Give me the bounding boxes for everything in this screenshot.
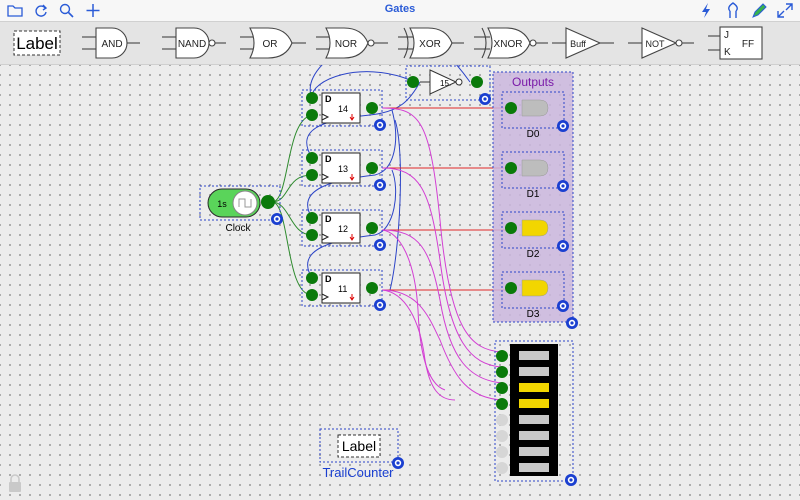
palette-label[interactable]: Label bbox=[13, 30, 61, 56]
bar-input-pin[interactable] bbox=[496, 350, 508, 362]
d-flipflop-13[interactable]: D 13 bbox=[301, 149, 386, 191]
bar-segment bbox=[519, 367, 549, 376]
bar-graph-display[interactable] bbox=[494, 340, 577, 486]
bar-segment bbox=[519, 351, 549, 360]
palette-buffer-gate[interactable]: Buff bbox=[552, 27, 614, 59]
app-title: Gates bbox=[384, 3, 416, 15]
gear-icon[interactable] bbox=[392, 457, 404, 469]
svg-text:Clock: Clock bbox=[225, 223, 251, 234]
gear-icon[interactable] bbox=[374, 239, 386, 251]
bar-segment bbox=[519, 415, 549, 424]
svg-text:XOR: XOR bbox=[419, 39, 441, 50]
clock-component[interactable]: 1s Clock bbox=[199, 185, 283, 234]
gear-icon[interactable] bbox=[374, 179, 386, 191]
bar-segment bbox=[519, 399, 549, 408]
svg-text:OR: OR bbox=[263, 39, 278, 50]
palette-jk-flipflop[interactable]: J K FF bbox=[708, 26, 763, 60]
svg-text:Buff: Buff bbox=[570, 39, 586, 49]
svg-text:Label: Label bbox=[16, 34, 58, 53]
expand-icon[interactable] bbox=[776, 2, 794, 19]
led-d0[interactable]: D0 bbox=[501, 91, 569, 140]
palette-not-gate[interactable]: NOT bbox=[628, 27, 694, 59]
gear-icon[interactable] bbox=[557, 300, 569, 312]
gear-icon[interactable] bbox=[374, 299, 386, 311]
svg-text:K: K bbox=[724, 47, 731, 58]
bar-segment bbox=[519, 431, 549, 440]
bar-input-pin[interactable] bbox=[496, 430, 508, 442]
gear-icon[interactable] bbox=[557, 120, 569, 132]
lightning-icon[interactable] bbox=[697, 2, 715, 19]
palette-xnor-gate[interactable]: XNOR bbox=[474, 27, 548, 59]
svg-text:AND: AND bbox=[101, 39, 122, 50]
svg-text:J: J bbox=[724, 30, 729, 41]
lock-icon[interactable] bbox=[9, 474, 21, 492]
bar-segment bbox=[519, 447, 549, 456]
svg-text:14: 14 bbox=[338, 104, 348, 114]
palette-xor-gate[interactable]: XOR bbox=[398, 27, 464, 59]
bar-input-pin[interactable] bbox=[496, 462, 508, 474]
svg-text:D: D bbox=[325, 154, 332, 164]
folder-icon[interactable] bbox=[6, 2, 24, 19]
bar-segment bbox=[519, 383, 549, 392]
square-wave-icon bbox=[238, 198, 252, 208]
gear-icon[interactable] bbox=[566, 317, 578, 329]
svg-text:NOT: NOT bbox=[646, 39, 666, 49]
svg-text:D: D bbox=[325, 214, 332, 224]
svg-text:D: D bbox=[325, 94, 332, 104]
svg-text:13: 13 bbox=[338, 164, 348, 174]
d-flipflop-12[interactable]: D 12 bbox=[301, 209, 386, 251]
bar-segment bbox=[519, 463, 549, 472]
palette-nor-gate[interactable]: NOR bbox=[316, 27, 388, 59]
svg-text:12: 12 bbox=[338, 224, 348, 234]
svg-text:NOR: NOR bbox=[335, 39, 357, 50]
palette-or-gate[interactable]: OR bbox=[240, 27, 306, 59]
pen-icon[interactable] bbox=[750, 2, 768, 19]
refresh-icon[interactable] bbox=[32, 2, 50, 19]
plus-icon[interactable] bbox=[84, 2, 102, 19]
gear-icon[interactable] bbox=[557, 240, 569, 252]
svg-text:XNOR: XNOR bbox=[494, 39, 523, 50]
d-flipflop-11[interactable]: D 11 bbox=[301, 269, 386, 311]
led-d1[interactable]: D1 bbox=[501, 151, 569, 200]
svg-text:D1: D1 bbox=[527, 189, 540, 200]
svg-text:Label: Label bbox=[342, 438, 376, 454]
bar-input-pin[interactable] bbox=[496, 382, 508, 394]
led-d3[interactable]: D3 bbox=[501, 271, 569, 320]
gear-icon[interactable] bbox=[374, 119, 386, 131]
svg-text:NAND: NAND bbox=[178, 39, 206, 50]
svg-text:D: D bbox=[325, 274, 332, 284]
bar-input-pin[interactable] bbox=[496, 446, 508, 458]
svg-text:D0: D0 bbox=[527, 129, 540, 140]
gear-icon[interactable] bbox=[271, 213, 283, 225]
inverter-15[interactable]: 15 bbox=[405, 65, 491, 105]
svg-text:D2: D2 bbox=[527, 249, 540, 260]
svg-text:11: 11 bbox=[338, 284, 347, 294]
d-flipflop-14[interactable]: D 14 bbox=[301, 89, 386, 131]
component-palette: Label AND NAND OR NOR bbox=[0, 22, 800, 65]
svg-text:15: 15 bbox=[440, 79, 449, 88]
bar-input-pin[interactable] bbox=[496, 398, 508, 410]
led-d2[interactable]: D2 bbox=[501, 211, 569, 260]
trail-counter-label[interactable]: Label TrailCounter bbox=[319, 428, 404, 480]
svg-text:Outputs: Outputs bbox=[512, 75, 554, 89]
probe-icon[interactable] bbox=[724, 2, 742, 19]
svg-text:1s: 1s bbox=[217, 199, 227, 209]
svg-text:D3: D3 bbox=[527, 309, 540, 320]
palette-nand-gate[interactable]: NAND bbox=[162, 27, 226, 59]
gear-icon[interactable] bbox=[479, 93, 491, 105]
search-icon[interactable] bbox=[58, 2, 76, 19]
bar-input-pin[interactable] bbox=[496, 414, 508, 426]
bar-input-pin[interactable] bbox=[496, 366, 508, 378]
svg-text:TrailCounter: TrailCounter bbox=[322, 465, 394, 480]
top-toolbar: Gates bbox=[0, 0, 800, 22]
svg-text:FF: FF bbox=[742, 39, 754, 50]
gear-icon[interactable] bbox=[557, 180, 569, 192]
gear-icon[interactable] bbox=[565, 474, 577, 486]
palette-and-gate[interactable]: AND bbox=[82, 27, 140, 59]
